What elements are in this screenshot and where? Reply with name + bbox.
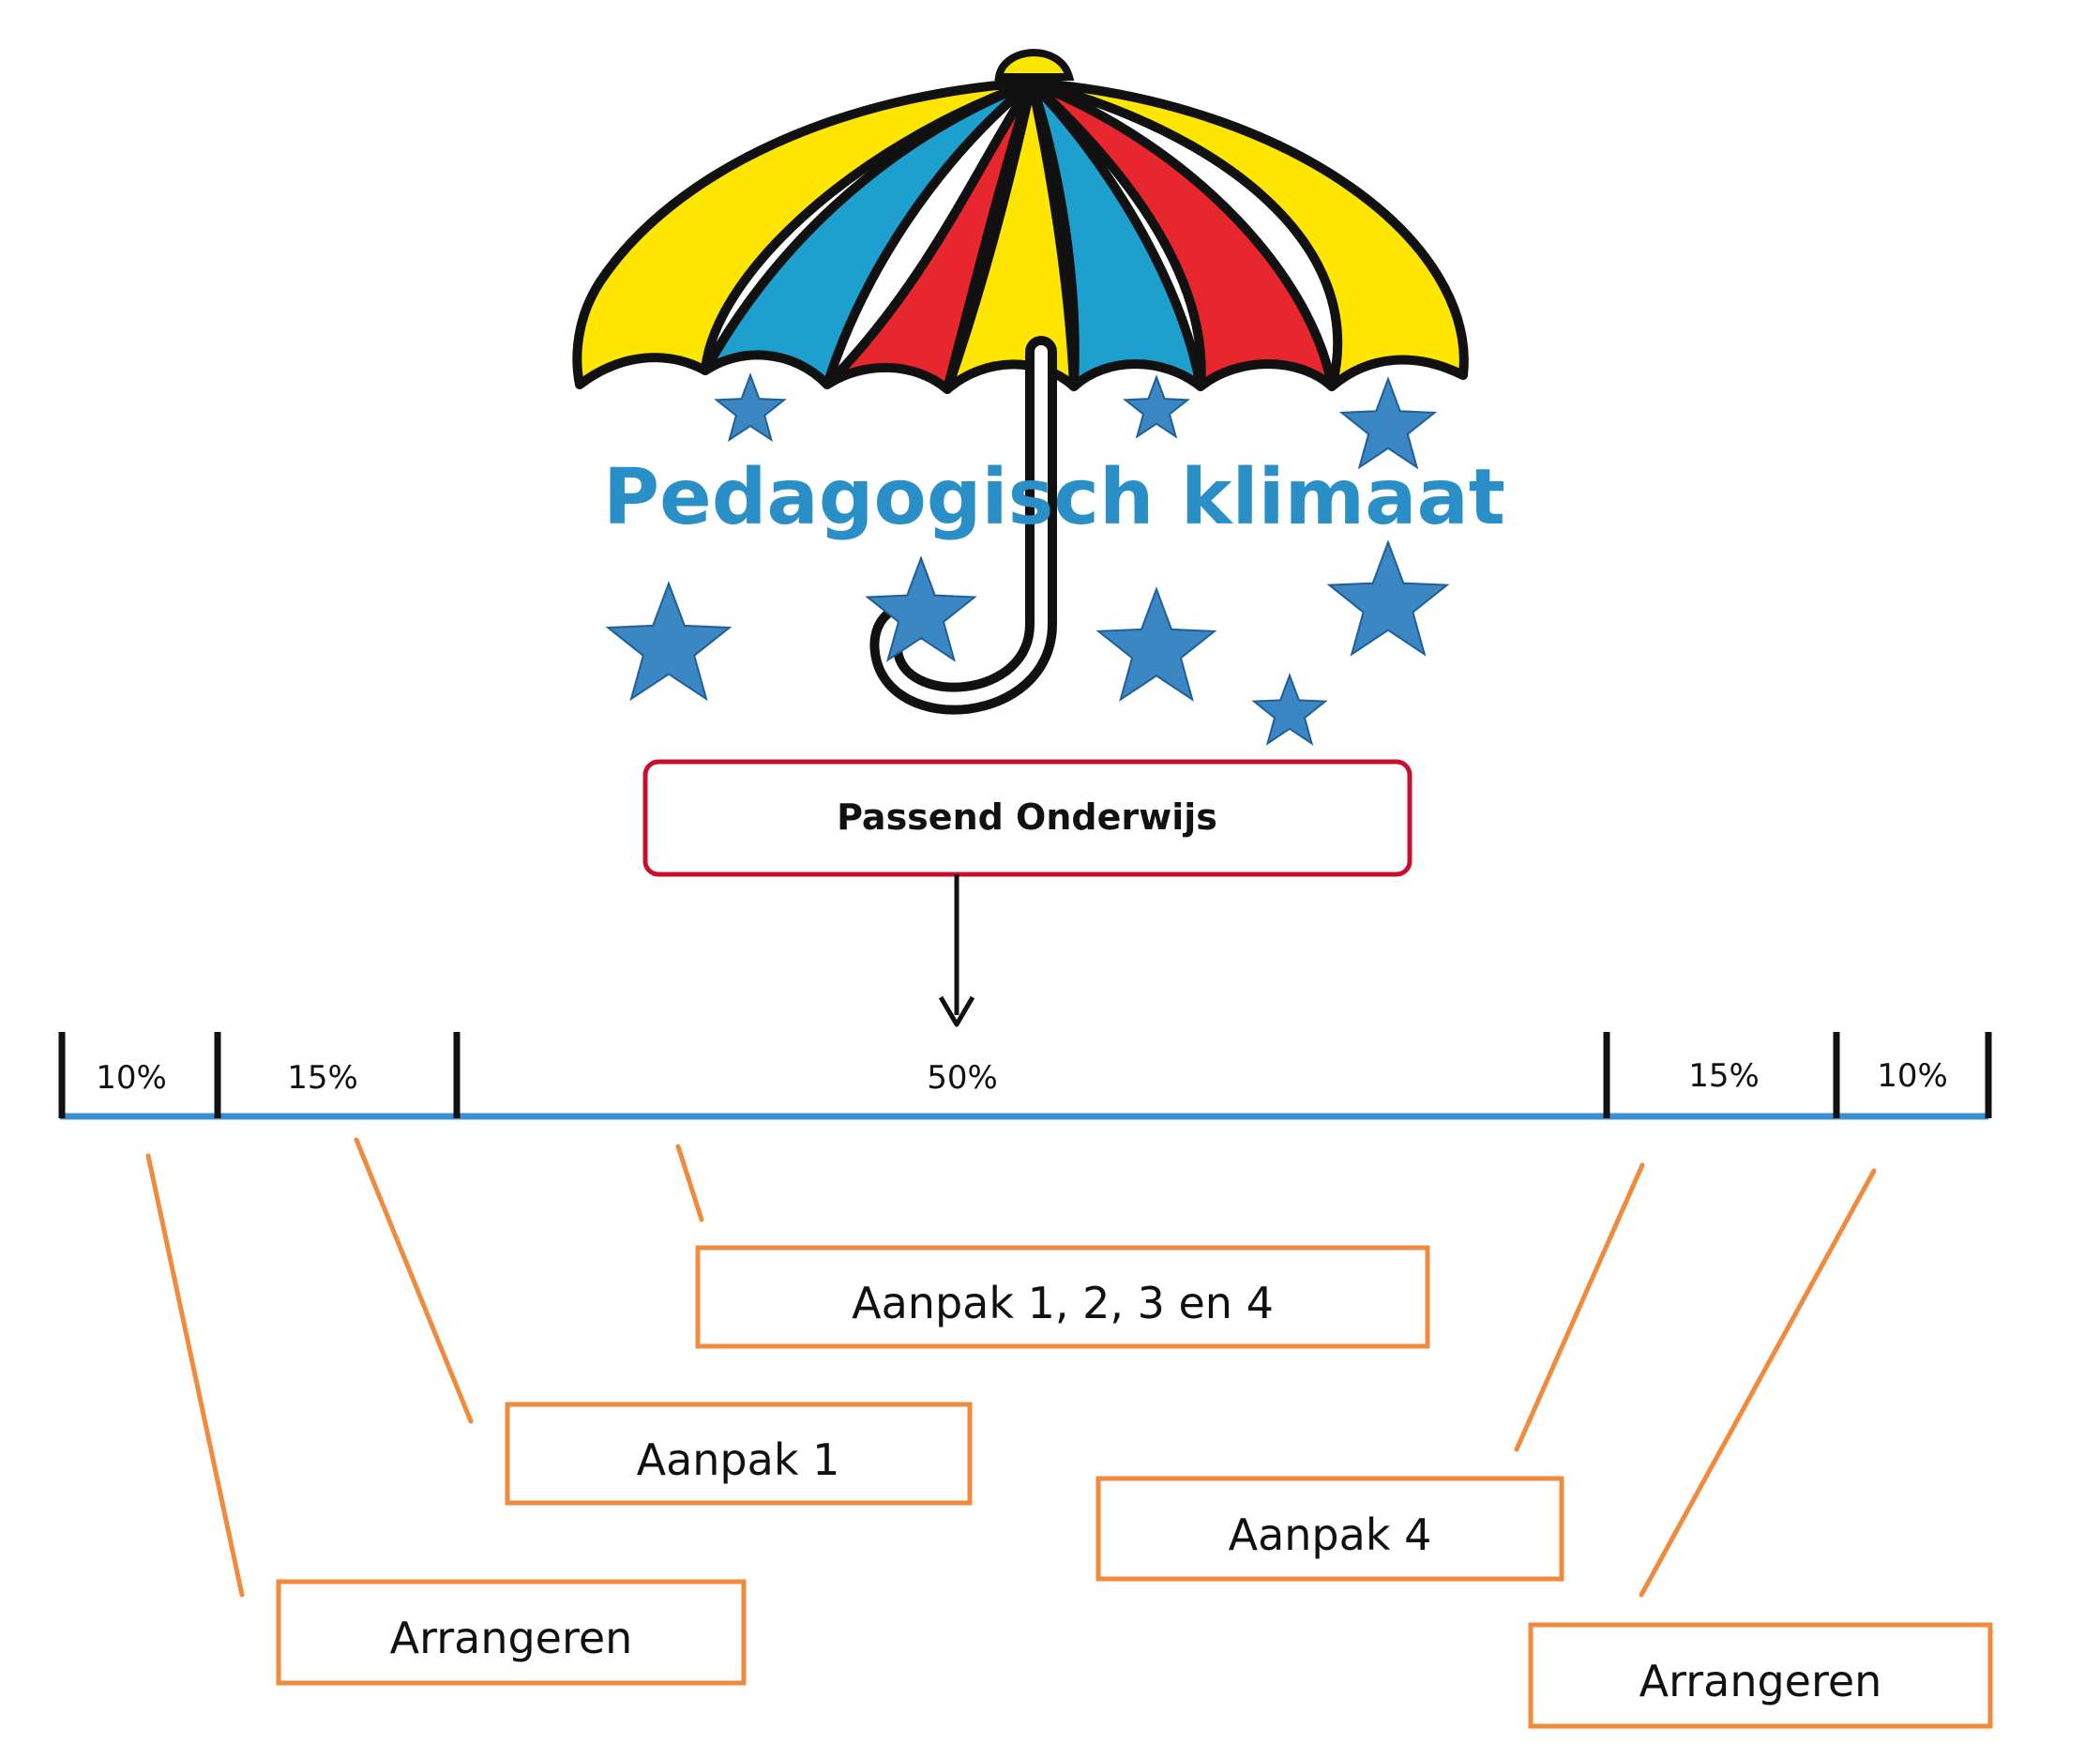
star-icon [1254,675,1325,743]
passend-onderwijs-label: Passend Onderwijs [837,796,1217,838]
star-icon [608,584,729,699]
segment-label-5: 10% [1877,1057,1948,1095]
connector-line [356,1140,471,1421]
approach-box-label: Arrangeren [390,1613,633,1663]
segment-label-1: 10% [96,1059,167,1097]
star-icon [1329,542,1447,654]
pedagogisch-klimaat-title: Pedagogisch klimaat [603,453,1505,542]
connectors [148,1140,1874,1595]
umbrella-knob [999,53,1069,77]
connector-line [1641,1171,1874,1595]
segment-label-4: 15% [1688,1057,1760,1095]
approach-box-label: Arrangeren [1639,1656,1882,1706]
connector-line [678,1146,702,1220]
segment-label-2: 15% [287,1059,358,1097]
star-icon [717,375,784,440]
star-icon [1126,377,1188,436]
segment-label-3: 50% [927,1059,998,1097]
connector-line [148,1156,242,1595]
umbrella-icon [577,53,1463,699]
approach-box-label: Aanpak 4 [1229,1509,1432,1560]
connector-line [1517,1165,1642,1449]
approach-box-label: Aanpak 1 [637,1434,840,1485]
approach-box-label: Aanpak 1, 2, 3 en 4 [852,1278,1274,1328]
star-icon [1098,589,1215,700]
